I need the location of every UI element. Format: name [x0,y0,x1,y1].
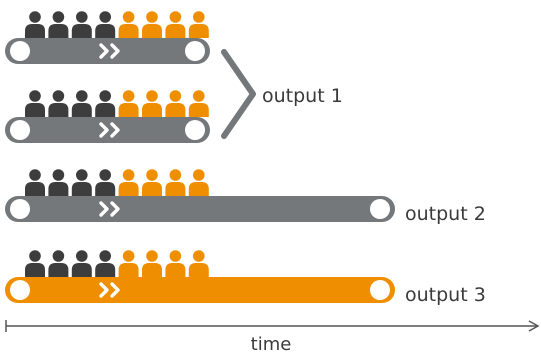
conveyor-band [5,277,395,303]
person-dark-icon [25,169,45,196]
output-1-bracket [221,49,256,139]
person-orange-icon [188,90,209,117]
person-dark-icon [95,11,116,38]
time-axis-label: time [251,334,292,353]
double-chevron-right-icon [99,122,120,138]
conveyor-3 [5,169,395,222]
time-axis [5,320,540,332]
person-dark-icon [48,90,69,117]
person-dark-icon [95,169,116,196]
person-orange-icon [142,250,162,277]
conveyor-4 [5,250,395,303]
person-dark-icon [71,11,92,38]
person-orange-icon [165,11,186,38]
person-orange-icon [118,11,139,38]
person-orange-icon [142,11,162,38]
person-orange-icon [142,169,162,196]
left-roller-icon [10,280,30,300]
person-dark-icon [95,90,116,117]
output-2-label: output 2 [405,203,486,225]
person-orange-icon [165,250,186,277]
left-roller-icon [10,41,30,61]
output-3-label: output 3 [405,284,486,306]
conveyors-group [5,11,395,303]
person-orange-icon [118,250,139,277]
double-chevron-right-icon [99,282,120,298]
double-chevron-right-icon [99,201,120,217]
person-dark-icon [71,90,92,117]
person-dark-icon [25,90,45,117]
person-orange-icon [142,90,162,117]
person-orange-icon [188,169,209,196]
person-dark-icon [95,250,116,277]
person-dark-icon [48,169,69,196]
person-dark-icon [25,11,45,38]
left-roller-icon [10,120,30,140]
person-orange-icon [118,90,139,117]
conveyor-1 [5,11,210,64]
right-roller-icon [370,280,390,300]
person-dark-icon [25,250,45,277]
person-dark-icon [71,169,92,196]
right-roller-icon [185,120,205,140]
person-orange-icon [165,169,186,196]
person-orange-icon [118,169,139,196]
person-dark-icon [48,250,69,277]
person-dark-icon [48,11,69,38]
person-orange-icon [165,90,186,117]
right-roller-icon [185,41,205,61]
conveyor-band [5,196,395,222]
person-dark-icon [71,250,92,277]
double-chevron-right-icon [99,43,120,59]
time-axis-arrowhead-icon [528,320,540,332]
person-orange-icon [188,11,209,38]
right-roller-icon [370,199,390,219]
left-roller-icon [10,199,30,219]
conveyor-2 [5,90,210,143]
person-orange-icon [188,250,209,277]
output-1-label: output 1 [262,85,343,107]
